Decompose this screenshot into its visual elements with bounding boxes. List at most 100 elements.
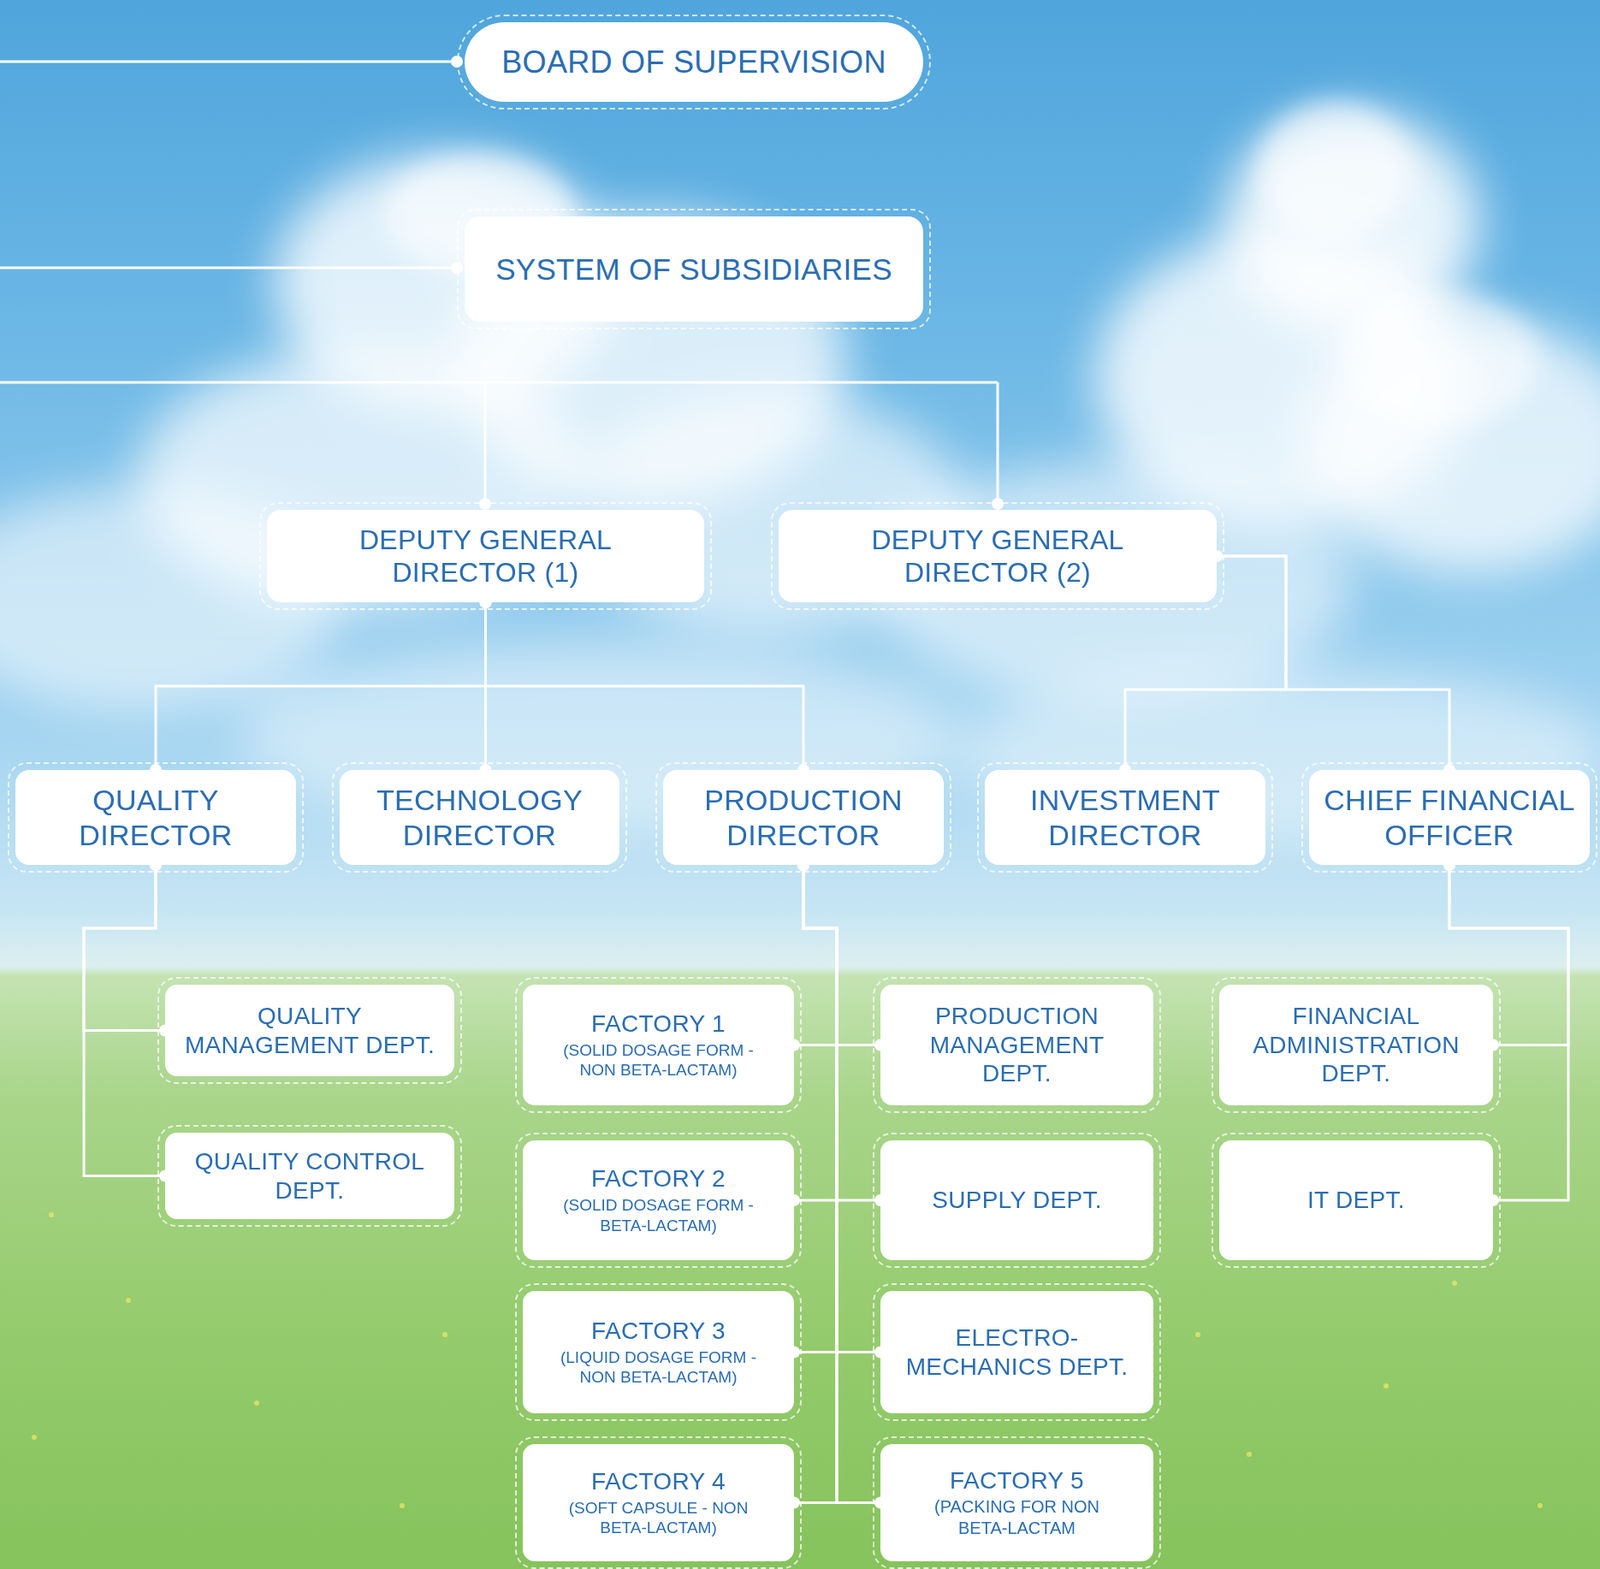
leader-line bbox=[0, 266, 456, 270]
flower-dot bbox=[1383, 1383, 1389, 1389]
org-box: DEPUTY GENERAL DIRECTOR (1) bbox=[266, 509, 705, 603]
box-title: PRODUCTION DIRECTOR bbox=[673, 782, 934, 854]
box-content: BOARD OF SUPERVISION bbox=[481, 43, 907, 81]
box-content: QUALITY CONTROL DEPT. bbox=[175, 1147, 445, 1205]
box-content: SYSTEM OF SUBSIDIARIES bbox=[480, 251, 908, 288]
org-box: QUALITY DIRECTOR bbox=[15, 770, 297, 866]
connector-line bbox=[803, 865, 881, 1353]
org-box: FACTORY 3(LIQUID DOSAGE FORM - NON BETA-… bbox=[522, 1291, 795, 1414]
org-box: FINANCIAL ADMINISTRATION DEPT. bbox=[1219, 984, 1494, 1106]
org-box: ELECTRO- MECHANICS DEPT. bbox=[880, 1291, 1154, 1414]
cloud bbox=[1257, 102, 1412, 240]
box-subtitle: (SOLID DOSAGE FORM - BETA-LACTAM) bbox=[538, 1193, 779, 1237]
connector-line bbox=[83, 865, 166, 1032]
box-content: FACTORY 5(PACKING FOR NON BETA-LACTAM bbox=[897, 1466, 1137, 1541]
box-content: QUALITY MANAGEMENT DEPT. bbox=[175, 1001, 445, 1060]
leader-line bbox=[484, 382, 487, 504]
box-subtitle: (SOFT CAPSULE - NON BETA-LACTAM) bbox=[538, 1496, 779, 1540]
org-box: FACTORY 2(SOLID DOSAGE FORM - BETA-LACTA… bbox=[522, 1140, 795, 1261]
box-title: DEPUTY GENERAL DIRECTOR (1) bbox=[297, 523, 674, 590]
flower-dot bbox=[1195, 1332, 1201, 1338]
leader-dots bbox=[450, 55, 1004, 510]
leader-group bbox=[0, 61, 998, 504]
flower-dot bbox=[1246, 1451, 1252, 1458]
org-box: DEPUTY GENERAL DIRECTOR (2) bbox=[778, 509, 1217, 603]
flower-dot bbox=[1537, 1503, 1543, 1509]
box-title: FACTORY 2 bbox=[538, 1164, 779, 1194]
connector-line bbox=[794, 865, 837, 1504]
leader-line bbox=[0, 381, 998, 385]
box-content: PRODUCTION MANAGEMENT DEPT. bbox=[897, 1001, 1137, 1089]
box-title: FINANCIAL ADMINISTRATION DEPT. bbox=[1236, 1001, 1476, 1089]
box-title: TECHNOLOGY DIRECTOR bbox=[349, 782, 610, 854]
org-box: QUALITY MANAGEMENT DEPT. bbox=[165, 984, 455, 1077]
connector-line bbox=[155, 602, 486, 771]
org-box: QUALITY CONTROL DEPT. bbox=[165, 1132, 455, 1220]
box-title: INVESTMENT DIRECTOR bbox=[995, 782, 1256, 854]
connector-line bbox=[794, 865, 837, 1201]
connector-dot bbox=[450, 55, 463, 68]
flower-dot bbox=[125, 1297, 131, 1304]
org-box: FACTORY 4(SOFT CAPSULE - NON BETA-LACTAM… bbox=[522, 1444, 795, 1562]
box-content: FACTORY 3(LIQUID DOSAGE FORM - NON BETA-… bbox=[538, 1316, 779, 1388]
connector-dot bbox=[991, 497, 1004, 510]
connector-line bbox=[1216, 556, 1450, 771]
org-box: SYSTEM OF SUBSIDIARIES bbox=[464, 216, 924, 322]
box-title: SYSTEM OF SUBSIDIARIES bbox=[480, 251, 908, 288]
box-title: FACTORY 5 bbox=[897, 1466, 1137, 1496]
box-content: IT DEPT. bbox=[1236, 1185, 1476, 1215]
box-content: FACTORY 4(SOFT CAPSULE - NON BETA-LACTAM… bbox=[538, 1467, 779, 1539]
box-title: CHIEF FINANCIAL OFFICER bbox=[1319, 782, 1580, 854]
box-title: DEPUTY GENERAL DIRECTOR (2) bbox=[809, 523, 1186, 590]
flower-dot bbox=[1451, 1280, 1458, 1286]
box-title: QUALITY CONTROL DEPT. bbox=[175, 1147, 445, 1205]
box-subtitle: (LIQUID DOSAGE FORM - NON BETA-LACTAM) bbox=[538, 1345, 779, 1389]
box-title: FACTORY 1 bbox=[538, 1009, 779, 1039]
box-content: DEPUTY GENERAL DIRECTOR (2) bbox=[809, 523, 1186, 590]
box-content: FINANCIAL ADMINISTRATION DEPT. bbox=[1236, 1001, 1476, 1089]
box-title: BOARD OF SUPERVISION bbox=[481, 43, 907, 81]
org-box: FACTORY 1(SOLID DOSAGE FORM - NON BETA-L… bbox=[522, 984, 795, 1106]
leader-line bbox=[996, 382, 1000, 504]
connector-line bbox=[803, 865, 881, 1201]
box-content: FACTORY 2(SOLID DOSAGE FORM - BETA-LACTA… bbox=[538, 1164, 779, 1236]
connector-line bbox=[803, 865, 881, 1504]
box-content: CHIEF FINANCIAL OFFICER bbox=[1319, 782, 1580, 854]
org-box: CHIEF FINANCIAL OFFICER bbox=[1309, 770, 1590, 866]
box-title: SUPPLY DEPT. bbox=[897, 1185, 1137, 1215]
connector-line bbox=[83, 865, 166, 1177]
box-title: ELECTRO- MECHANICS DEPT. bbox=[897, 1323, 1137, 1381]
flower-dot bbox=[31, 1434, 37, 1440]
org-box: PRODUCTION MANAGEMENT DEPT. bbox=[880, 984, 1154, 1106]
box-content: SUPPLY DEPT. bbox=[897, 1185, 1137, 1215]
cloud bbox=[1334, 290, 1541, 428]
connector-line bbox=[803, 865, 881, 1046]
org-box: TECHNOLOGY DIRECTOR bbox=[339, 770, 620, 866]
leader-line bbox=[0, 60, 456, 64]
flower-dot bbox=[442, 1332, 448, 1338]
org-box: FACTORY 5(PACKING FOR NON BETA-LACTAM bbox=[880, 1444, 1154, 1562]
box-title: PRODUCTION MANAGEMENT DEPT. bbox=[897, 1001, 1137, 1089]
box-content: QUALITY DIRECTOR bbox=[25, 782, 286, 854]
org-box: IT DEPT. bbox=[1219, 1140, 1494, 1261]
pill-box: BOARD OF SUPERVISION bbox=[464, 22, 924, 102]
box-content: INVESTMENT DIRECTOR bbox=[995, 782, 1256, 854]
connector-dot bbox=[450, 261, 463, 274]
connector-dot bbox=[479, 497, 492, 510]
org-box: SUPPLY DEPT. bbox=[880, 1140, 1154, 1261]
org-box: PRODUCTION DIRECTOR bbox=[663, 770, 944, 866]
box-content: PRODUCTION DIRECTOR bbox=[673, 782, 934, 854]
box-content: FACTORY 1(SOLID DOSAGE FORM - NON BETA-L… bbox=[538, 1009, 779, 1081]
box-content: DEPUTY GENERAL DIRECTOR (1) bbox=[297, 523, 674, 590]
connector-line bbox=[485, 602, 805, 771]
box-subtitle: (SOLID DOSAGE FORM - NON BETA-LACTAM) bbox=[538, 1038, 779, 1082]
flower-dot bbox=[48, 1212, 54, 1218]
cloud-highlight-group bbox=[385, 102, 1541, 428]
box-title: QUALITY MANAGEMENT DEPT. bbox=[175, 1001, 445, 1060]
connector-line bbox=[794, 865, 837, 1353]
box-content: ELECTRO- MECHANICS DEPT. bbox=[897, 1323, 1137, 1381]
box-subtitle: (PACKING FOR NON BETA-LACTAM bbox=[897, 1494, 1137, 1540]
box-content: TECHNOLOGY DIRECTOR bbox=[349, 782, 610, 854]
